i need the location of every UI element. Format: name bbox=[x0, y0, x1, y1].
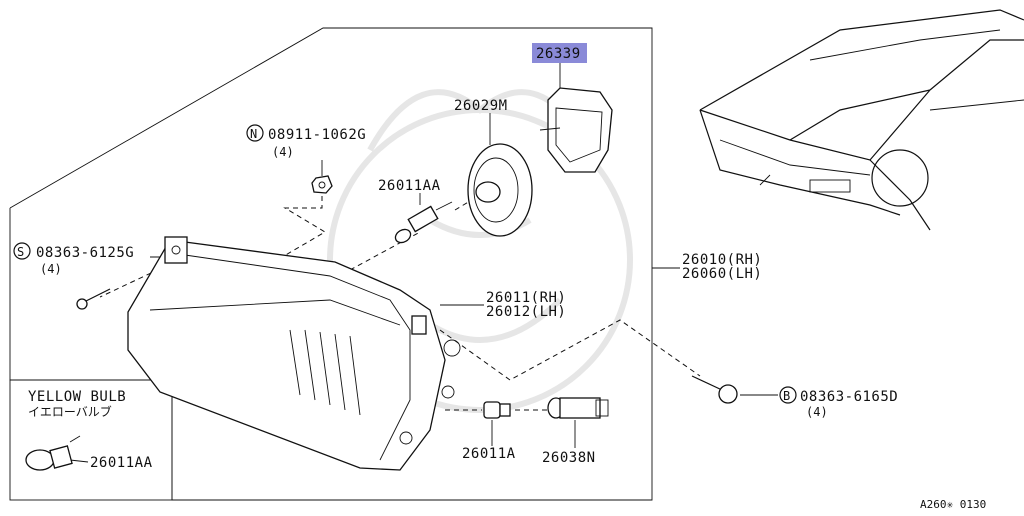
lens-ribs bbox=[289, 329, 361, 416]
part-08911-1062G-label[interactable]: 08911-1062G bbox=[268, 127, 366, 143]
part-08363-6125G-label[interactable]: 08363-6125G bbox=[36, 245, 134, 261]
nut-prefix-circle bbox=[246, 124, 264, 142]
yellow-bulb-icon[interactable] bbox=[25, 435, 81, 471]
car-front-illustration bbox=[699, 9, 1024, 231]
rubber-cap-icon[interactable] bbox=[467, 143, 533, 237]
screw-qty: (4) bbox=[40, 262, 62, 276]
part-26012-label[interactable]: 26012(LH) bbox=[486, 304, 566, 320]
nut-icon[interactable] bbox=[311, 175, 333, 194]
nut-qty: (4) bbox=[272, 145, 294, 159]
part-26011AA-label[interactable]: 26011AA bbox=[378, 178, 441, 194]
bolt-icon[interactable] bbox=[691, 375, 738, 404]
inset-title-en: YELLOW BULB bbox=[28, 389, 126, 405]
nut-prefix: N bbox=[250, 127, 257, 141]
bolt-prefix-circle bbox=[779, 386, 797, 404]
part-26060-label[interactable]: 26060(LH) bbox=[682, 266, 762, 282]
part-26339-label[interactable]: 26339 bbox=[536, 46, 581, 62]
part-26038N-label[interactable]: 26038N bbox=[542, 450, 596, 466]
inset-frame bbox=[9, 379, 173, 501]
screw-prefix: S bbox=[17, 245, 24, 259]
bolt-prefix: B bbox=[783, 389, 790, 403]
inset-title-jp: イエローバルブ bbox=[28, 404, 112, 419]
screw-icon[interactable] bbox=[76, 288, 111, 310]
headlamp-housing[interactable] bbox=[127, 236, 461, 471]
small-bulb-icon[interactable] bbox=[483, 401, 511, 419]
bulb-icon[interactable] bbox=[393, 201, 453, 245]
part-08363-6165D-label[interactable]: 08363-6165D bbox=[800, 389, 898, 405]
part-26011-label[interactable]: 26011(RH) bbox=[486, 290, 566, 306]
diagram-id: A260✳ 0130 bbox=[920, 498, 986, 511]
bulb-socket-icon[interactable] bbox=[547, 397, 609, 419]
screw-prefix-circle bbox=[13, 242, 31, 260]
inset-part-label[interactable]: 26011AA bbox=[90, 455, 153, 471]
part-26339-highlight[interactable] bbox=[532, 43, 587, 63]
part-26011A-label[interactable]: 26011A bbox=[462, 446, 516, 462]
socket-ring-icon[interactable] bbox=[539, 87, 613, 173]
part-26029M-label[interactable]: 26029M bbox=[454, 98, 508, 114]
part-26010-label[interactable]: 26010(RH) bbox=[682, 252, 762, 268]
bolt-qty: (4) bbox=[806, 405, 828, 419]
